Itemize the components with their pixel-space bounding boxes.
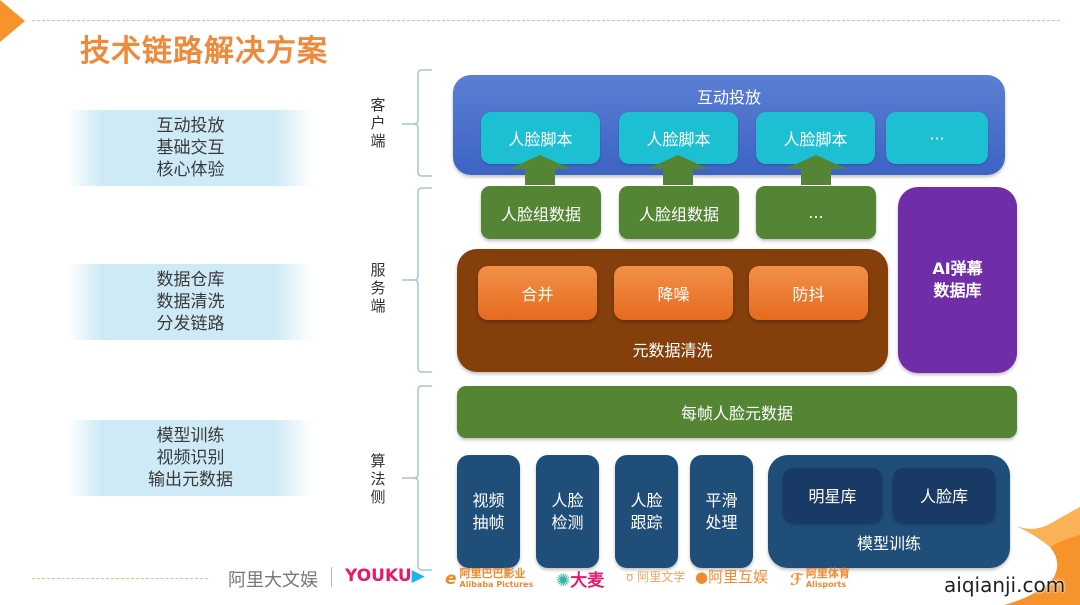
card-label: 人脸组数据 bbox=[638, 204, 719, 224]
face-group-data-card[interactable]: 人脸组数据 bbox=[481, 186, 601, 239]
card-label: 人脸脚本 bbox=[783, 130, 848, 149]
youku-logo: YOUKU▶ bbox=[345, 566, 425, 586]
damai-flower-icon: ✺ bbox=[556, 571, 571, 591]
tier-label-char: 务 bbox=[370, 279, 386, 297]
card-label: 人脸库 bbox=[919, 487, 968, 506]
star-library-card[interactable]: 明星库 bbox=[783, 468, 882, 522]
card-label: ··· bbox=[929, 128, 945, 148]
tier-label-char: 端 bbox=[370, 297, 386, 315]
service-description-band: 数据仓库 数据清洗 分发链路 bbox=[68, 264, 313, 340]
card-label: 人脸组数据 bbox=[500, 204, 581, 224]
card-label: AI弹幕 bbox=[932, 259, 983, 278]
band-line: 数据仓库 bbox=[156, 270, 225, 290]
algorithm-description-band: 模型训练 视频识别 输出元数据 bbox=[68, 420, 313, 496]
up-arrow-icon bbox=[509, 155, 571, 185]
brand-text: 大麦 bbox=[570, 571, 605, 591]
alibaba-pictures-logo: e 阿里巴巴影业 Alibaba Pictures bbox=[445, 568, 533, 590]
cleaning-step-merge[interactable]: 合并 bbox=[478, 266, 597, 320]
band-line: 输出元数据 bbox=[148, 470, 233, 490]
youku-wordmark: YOUKU bbox=[345, 566, 412, 586]
card-label: 降噪 bbox=[657, 285, 690, 304]
card-label: 数据库 bbox=[933, 281, 982, 300]
tier-label-service: 服 务 端 bbox=[368, 261, 388, 315]
card-label: 抽帧 bbox=[472, 512, 505, 532]
alibaba-swirl-icon: e bbox=[445, 569, 457, 589]
ali-sports-logo: ℱ 阿里体育 Alisports bbox=[790, 568, 850, 590]
container-label: 元数据清洗 bbox=[632, 341, 713, 360]
up-arrow-icon bbox=[785, 155, 847, 185]
card-label: 平滑 bbox=[705, 490, 738, 510]
brand-text: Alibaba Pictures bbox=[459, 580, 534, 589]
brand-text: 阿里文学 bbox=[637, 570, 686, 584]
algo-step-face-detection[interactable]: 人脸 检测 bbox=[536, 455, 599, 568]
per-frame-face-metadata-bar[interactable]: 每帧人脸元数据 bbox=[457, 386, 1017, 438]
card-label: 明星库 bbox=[808, 487, 857, 506]
card-label: ... bbox=[808, 203, 824, 222]
tier-label-char: 法 bbox=[370, 470, 386, 488]
card-label: 人脸 bbox=[551, 490, 584, 510]
ali-literature-logo: ʊ 阿里文学 bbox=[626, 568, 685, 585]
face-library-card[interactable]: 人脸库 bbox=[893, 468, 995, 522]
card-label: 处理 bbox=[705, 512, 738, 532]
bar-label: 每帧人脸元数据 bbox=[680, 404, 793, 423]
damai-logo: ✺大麦 bbox=[556, 566, 604, 591]
brand-text: 阿里体育 bbox=[805, 567, 850, 580]
watermark-text: aiqianji.com bbox=[944, 573, 1066, 597]
alibaba-entertainment-logo: 阿里大文娱 bbox=[228, 570, 318, 591]
card-label: 人脸 bbox=[630, 490, 663, 510]
literature-leaf-icon: ʊ bbox=[626, 570, 634, 584]
orange-swoosh-decoration bbox=[1004, 507, 1080, 605]
tier-label-char: 服 bbox=[370, 261, 386, 279]
card-label: 防抖 bbox=[792, 285, 825, 304]
band-line: 分发链路 bbox=[156, 314, 225, 334]
brand-text: 阿里互娱 bbox=[708, 568, 769, 586]
tier-label-client: 客 户 端 bbox=[368, 96, 388, 150]
more-face-group-data-card[interactable]: ... bbox=[756, 186, 876, 239]
slide-title: 技术链路解决方案 bbox=[80, 34, 328, 69]
container-label: 互动投放 bbox=[696, 88, 761, 107]
tier-label-char: 端 bbox=[370, 132, 386, 150]
tier-label-char: 算 bbox=[370, 452, 386, 470]
band-line: 互动投放 bbox=[156, 116, 225, 136]
band-line: 数据清洗 bbox=[156, 292, 225, 312]
algo-step-smoothing[interactable]: 平滑 处理 bbox=[690, 455, 753, 568]
card-label: 人脸脚本 bbox=[508, 130, 573, 149]
card-label: 跟踪 bbox=[630, 512, 663, 532]
footer-separator bbox=[331, 567, 332, 587]
band-line: 视频识别 bbox=[156, 448, 225, 468]
card-label: 人脸脚本 bbox=[646, 130, 711, 149]
tier-brackets bbox=[402, 69, 432, 571]
youku-play-icon: ▶ bbox=[411, 566, 425, 586]
brand-text: Alisports bbox=[805, 580, 847, 589]
card-label: 视频 bbox=[472, 490, 505, 510]
card-label: 合并 bbox=[521, 285, 554, 304]
ai-danmaku-database[interactable]: AI弹幕 数据库 bbox=[898, 187, 1017, 373]
ali-games-logo: ●阿里互娱 bbox=[695, 566, 768, 587]
brand-text: 阿里巴巴影业 bbox=[459, 567, 526, 580]
band-line: 模型训练 bbox=[156, 426, 225, 446]
corner-triangle-decoration bbox=[0, 0, 25, 42]
client-description-band: 互动投放 基础交互 核心体验 bbox=[68, 110, 313, 186]
games-circle-icon: ● bbox=[695, 568, 709, 586]
algo-step-frame-extraction[interactable]: 视频 抽帧 bbox=[457, 455, 520, 568]
container-label: 模型训练 bbox=[856, 534, 921, 553]
tier-label-char: 户 bbox=[370, 114, 386, 132]
sports-runner-icon: ℱ bbox=[790, 569, 803, 589]
algo-step-face-tracking[interactable]: 人脸 跟踪 bbox=[615, 455, 678, 568]
up-arrow-icon bbox=[647, 155, 709, 185]
cleaning-step-denoise[interactable]: 降噪 bbox=[614, 266, 733, 320]
tier-label-char: 客 bbox=[370, 96, 386, 114]
tier-label-algorithm: 算 法 侧 bbox=[368, 452, 388, 506]
band-line: 基础交互 bbox=[156, 138, 225, 158]
face-group-data-card[interactable]: 人脸组数据 bbox=[619, 186, 739, 239]
tier-label-char: 侧 bbox=[370, 488, 386, 506]
more-scripts-card[interactable]: ··· bbox=[886, 112, 988, 164]
cleaning-step-stabilize[interactable]: 防抖 bbox=[749, 266, 868, 320]
bottom-dashed-divider bbox=[32, 578, 208, 579]
top-dashed-divider bbox=[32, 20, 1060, 21]
card-label: 检测 bbox=[551, 512, 584, 532]
band-line: 核心体验 bbox=[156, 160, 225, 180]
